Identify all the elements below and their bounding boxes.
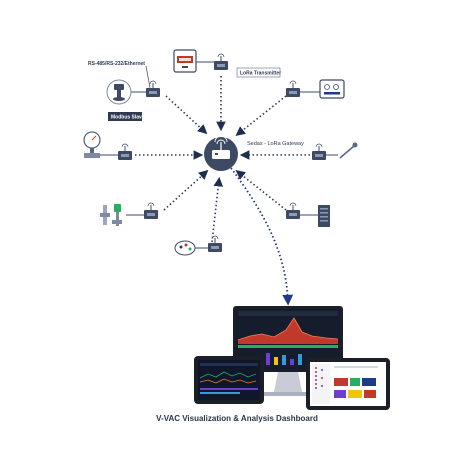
dashboard-tablet-left: [194, 356, 264, 404]
pressure-gauge-icon: [83, 131, 118, 158]
dashboard-tablet-right: [306, 358, 390, 410]
lora-transmitter-label: LoRa Transmitter: [236, 67, 281, 78]
control-panel-icon: [300, 79, 345, 99]
svg-text:Modbus Slave: Modbus Slave: [111, 115, 145, 121]
link-flowmeter: [163, 169, 209, 211]
dashboard-monitor: [233, 306, 343, 396]
svg-text:LoRa Transmitter: LoRa Transmitter: [240, 71, 281, 77]
lora-transmitter-icon: [286, 80, 300, 97]
svg-text:Sedas - LoRa Gateway: Sedas - LoRa Gateway: [247, 141, 304, 147]
lora-transmitter-icon: [146, 80, 160, 97]
link-control-panel: [235, 95, 287, 136]
router-hub-icon: [204, 135, 238, 171]
multi-sensor-icon: [174, 240, 208, 256]
panel-meter-icon: [173, 49, 214, 73]
lora-transmitter-icon: [118, 143, 132, 160]
link-multisensor: [211, 176, 224, 243]
modbus-device-icon: [106, 79, 146, 105]
lora-transmitter-icon: [286, 202, 300, 219]
temperature-probe-icon: [326, 142, 358, 159]
svg-text:RS-485/RS-232/Ethernet: RS-485/RS-232/Ethernet: [88, 61, 145, 67]
connection-lines: [135, 76, 310, 243]
flow-meter-icon: [100, 204, 144, 226]
link-modbus: [165, 95, 208, 135]
dashboard-caption: V-VAC Visualization & Analysis Dashboard: [156, 414, 318, 423]
lora-transmitter-icon: [312, 143, 326, 160]
protocols-label: RS-485/RS-232/Ethernet: [86, 59, 151, 89]
link-dashboard: [230, 167, 294, 306]
gateway-label: Sedas - LoRa Gateway: [244, 138, 304, 147]
modbus-slave-label: Modbus Slave: [108, 112, 145, 121]
lora-transmitter-icon: [144, 202, 158, 219]
lora-transmitter-icon: [214, 53, 228, 70]
lora-transmitter-icon: [208, 235, 222, 252]
server-cabinet-icon: [300, 205, 330, 227]
link-cabinet: [235, 170, 287, 211]
